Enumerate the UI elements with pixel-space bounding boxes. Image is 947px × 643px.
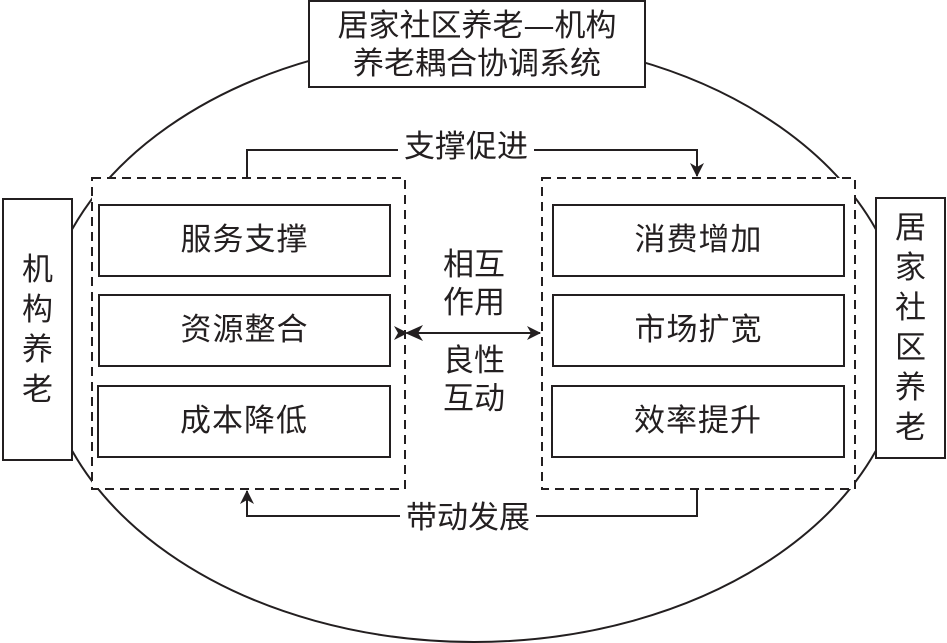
left-system-label: 机构养老 [22,251,53,408]
right-item-label: 消费增加 [634,222,763,258]
top-flow-label: 支撑促进 [398,132,534,163]
left-item-box: 成本降低 [97,385,391,458]
right-system-box: 居家社区养老 [875,197,946,459]
double-arrow-left-head [405,325,423,341]
left-item-box: 服务支撑 [98,204,391,277]
right-system-label: 居家社区养老 [895,210,926,446]
right-item-box: 市场扩宽 [552,294,845,367]
system-title-line1: 居家社区养老—机构 [337,8,617,44]
right-item-label: 效率提升 [634,403,762,439]
right-item-label: 市场扩宽 [634,312,763,348]
right-item-box: 效率提升 [551,385,845,458]
bottom-flow-label: 带动发展 [400,503,536,534]
system-title-box: 居家社区养老—机构 养老耦合协调系统 [308,0,646,88]
right-item-box: 消费增加 [552,204,845,277]
left-item-label: 资源整合 [180,312,309,348]
system-title-line2: 养老耦合协调系统 [353,46,601,82]
left-item-label: 服务支撑 [180,222,309,258]
center-lower-label: 良性互动 [443,343,505,417]
center-upper-label: 相互作用 [443,247,505,321]
left-system-box: 机构养老 [2,198,73,461]
left-item-label: 成本降低 [180,403,308,439]
left-item-box: 资源整合 [98,294,391,367]
